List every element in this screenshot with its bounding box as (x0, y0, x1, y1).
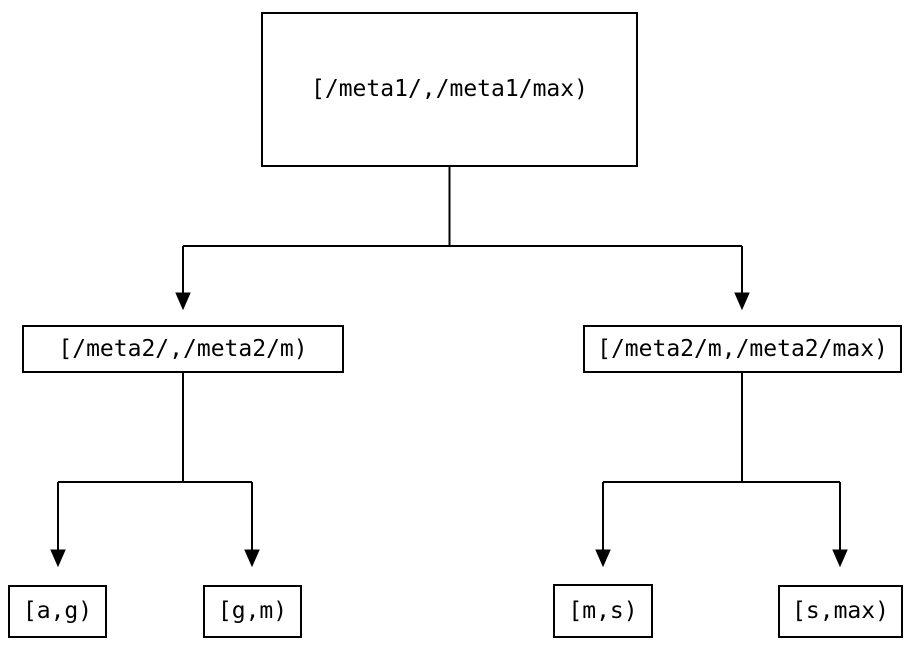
edges-from-left (50, 373, 260, 568)
tree-node-left-right-label: [g,m) (217, 598, 288, 624)
arrowhead-down-icon (832, 549, 848, 568)
tree-node-left-right: [g,m) (203, 585, 302, 638)
tree-node-right-left-label: [m,s) (568, 597, 638, 624)
arrowhead-down-icon (175, 292, 191, 311)
tree-node-left-left-label: [a,g) (22, 598, 93, 624)
arrowhead-down-icon (595, 549, 611, 568)
arrowhead-down-icon (50, 549, 66, 568)
tree-node-left: [/meta2/,/meta2/m) (22, 325, 344, 373)
tree-node-right-right-label: [s,max) (792, 598, 889, 624)
tree-node-root: [/meta1/,/meta1/max) (261, 12, 638, 167)
tree-node-right-label: [/meta2/m,/meta2/max) (597, 335, 888, 362)
arrowhead-down-icon (244, 549, 260, 568)
arrowhead-down-icon (734, 292, 750, 311)
tree-node-right-right: [s,max) (778, 585, 903, 638)
edges-from-root (175, 167, 750, 311)
tree-node-right: [/meta2/m,/meta2/max) (583, 325, 902, 373)
tree-node-left-left: [a,g) (8, 585, 107, 638)
tree-node-left-label: [/meta2/,/meta2/m) (58, 335, 308, 362)
tree-node-root-label: [/meta1/,/meta1/max) (311, 76, 588, 102)
tree-node-right-left: [m,s) (553, 584, 653, 638)
edges-from-right (595, 373, 848, 568)
